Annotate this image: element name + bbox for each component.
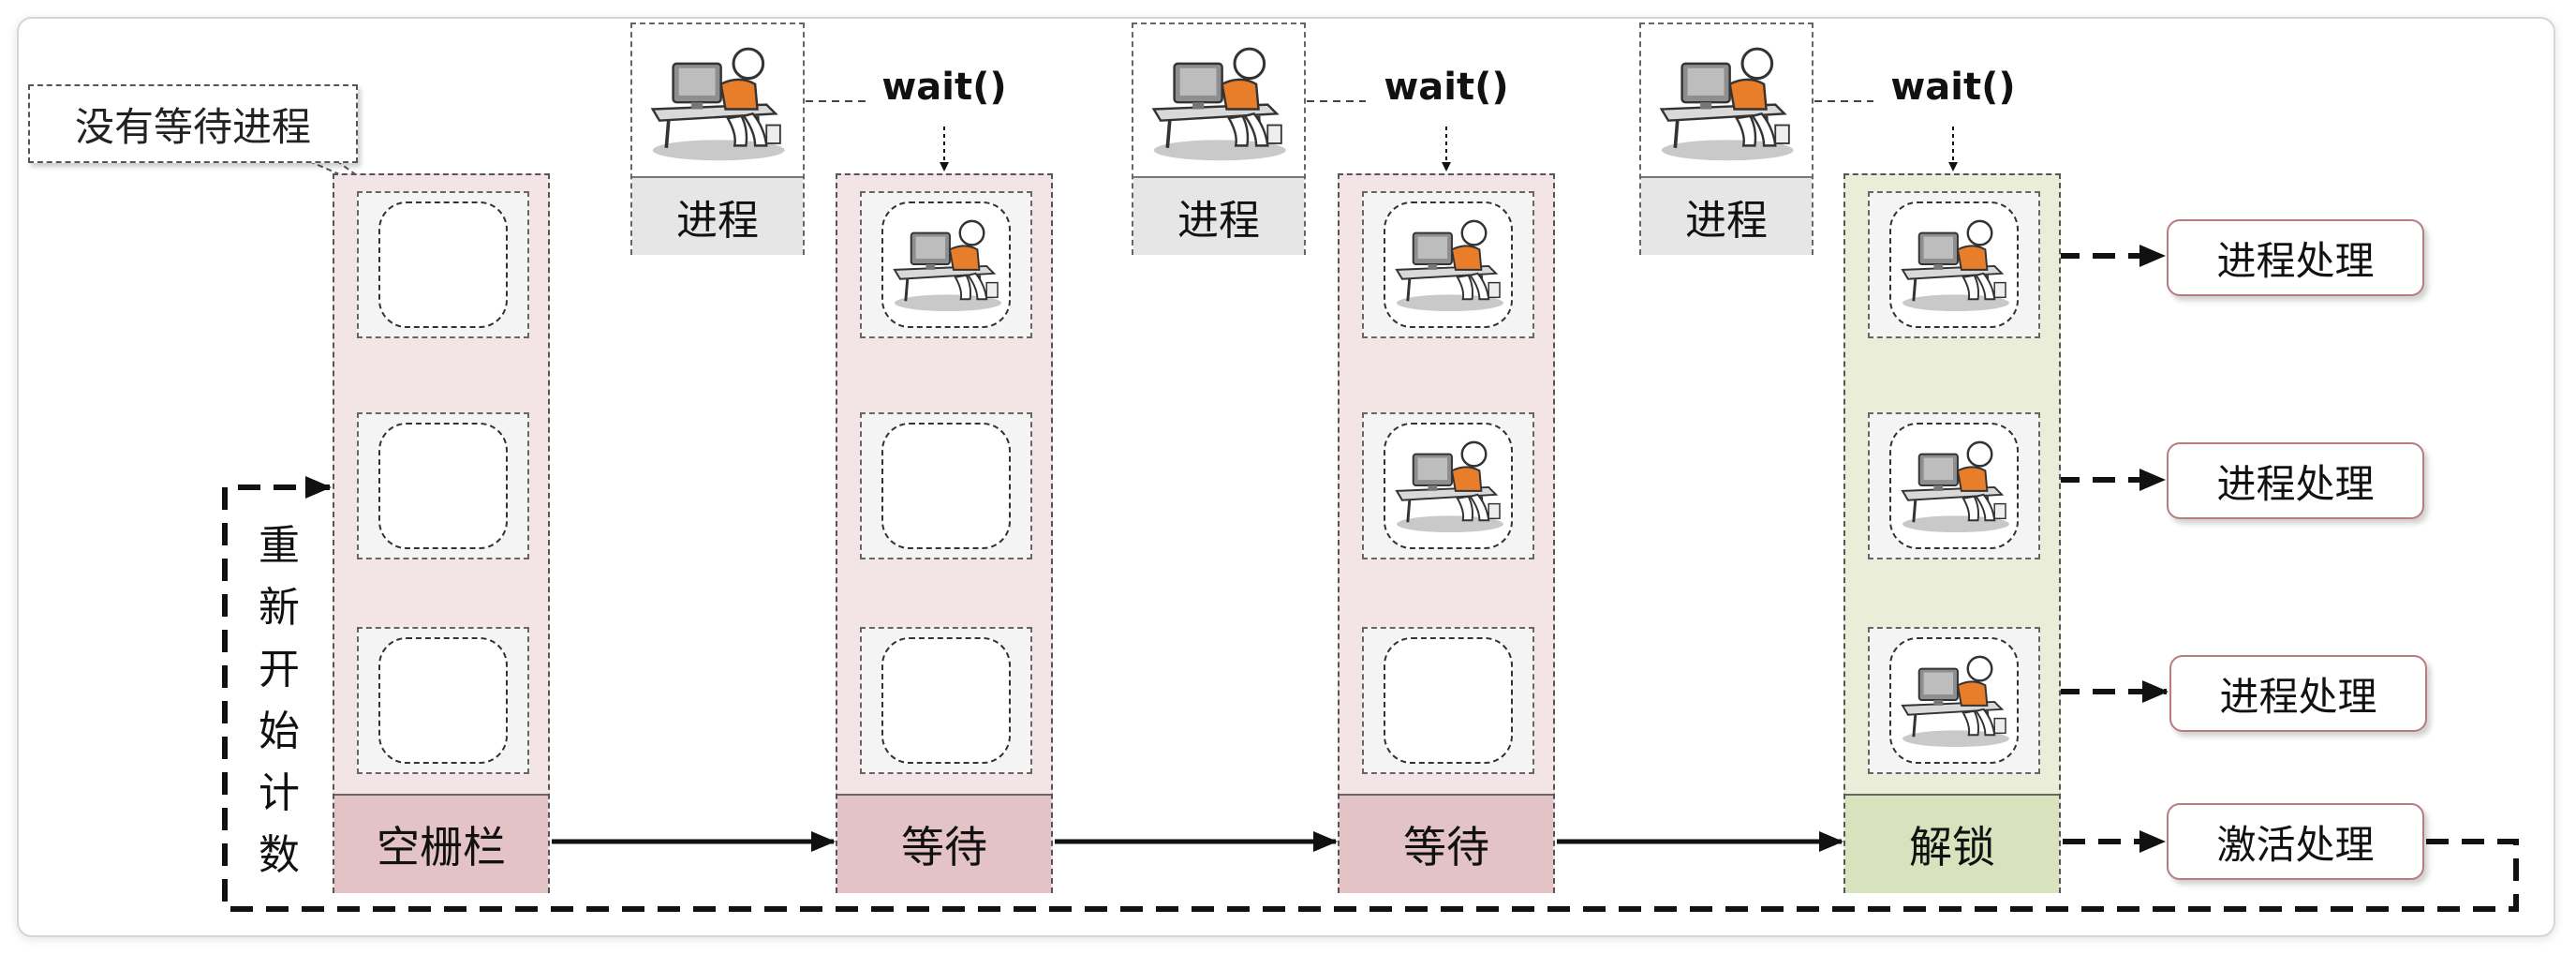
incoming-process-1: 进程: [630, 22, 805, 255]
person-at-computer-icon: [1133, 24, 1304, 176]
barrier-slot: [357, 627, 529, 774]
restart-char: 计: [259, 769, 300, 817]
barrier-column-empty: 空栅栏: [333, 173, 550, 893]
restart-char: 数: [259, 831, 300, 879]
slot-placeholder: [881, 637, 1011, 764]
queued-process-icon: [1384, 201, 1513, 328]
slot-placeholder: [881, 423, 1011, 549]
queued-process-icon: [881, 201, 1011, 328]
barrier-column-wait-2: 等待: [1338, 173, 1555, 893]
person-at-computer-icon: [1641, 24, 1812, 176]
process-label: 进程: [1641, 176, 1812, 255]
process-handler-box: 进程处理: [2169, 655, 2427, 732]
barrier-slot: [1868, 191, 2040, 338]
queued-process-icon: [1889, 637, 2019, 764]
person-at-computer-icon: [632, 24, 803, 176]
slot-placeholder: [378, 637, 508, 764]
process-handler-box: 进程处理: [2167, 442, 2424, 519]
wait-call-label: wait(): [881, 66, 1007, 109]
process-handler-box: 进程处理: [2167, 219, 2424, 296]
barrier-state-label: 等待: [1340, 794, 1553, 893]
wait-call-label: wait(): [1890, 66, 2016, 109]
queued-process-icon: [1889, 201, 2019, 328]
barrier-column-wait-1: 等待: [836, 173, 1053, 893]
queued-process-icon: [1889, 423, 2019, 549]
slot-placeholder: [378, 201, 508, 328]
activation-handler-box: 激活处理: [2167, 803, 2424, 880]
barrier-state-label: 解锁: [1845, 794, 2059, 893]
barrier-slot: [357, 191, 529, 338]
queued-process-icon: [1384, 423, 1513, 549]
process-label: 进程: [632, 176, 803, 255]
barrier-column-unlock: 解锁: [1843, 173, 2061, 893]
restart-char: 新: [259, 584, 300, 632]
wait-call-label: wait(): [1384, 66, 1509, 109]
restart-char: 开: [259, 646, 300, 693]
restart-count-label: 重 新 开 始 计 数: [253, 515, 305, 887]
process-label: 进程: [1133, 176, 1304, 255]
slot-placeholder: [1384, 637, 1513, 764]
barrier-slot: [1362, 412, 1534, 559]
barrier-slot: [860, 412, 1032, 559]
barrier-slot: [860, 191, 1032, 338]
no-waiting-process-callout: 没有等待进程: [28, 84, 358, 163]
incoming-process-3: 进程: [1639, 22, 1814, 255]
slot-placeholder: [378, 423, 508, 549]
restart-char: 始: [259, 708, 300, 755]
restart-loop-arrow: [222, 476, 2519, 912]
slot-link-arrows: [434, 341, 1960, 624]
barrier-slot: [357, 412, 529, 559]
barrier-state-label: 空栅栏: [334, 794, 548, 893]
barrier-state-label: 等待: [837, 794, 1051, 893]
barrier-slot: [1362, 627, 1534, 774]
restart-char: 重: [259, 522, 300, 570]
barrier-slot: [1868, 627, 2040, 774]
barrier-slot: [860, 627, 1032, 774]
incoming-process-2: 进程: [1132, 22, 1306, 255]
barrier-slot: [1362, 191, 1534, 338]
barrier-slot: [1868, 412, 2040, 559]
